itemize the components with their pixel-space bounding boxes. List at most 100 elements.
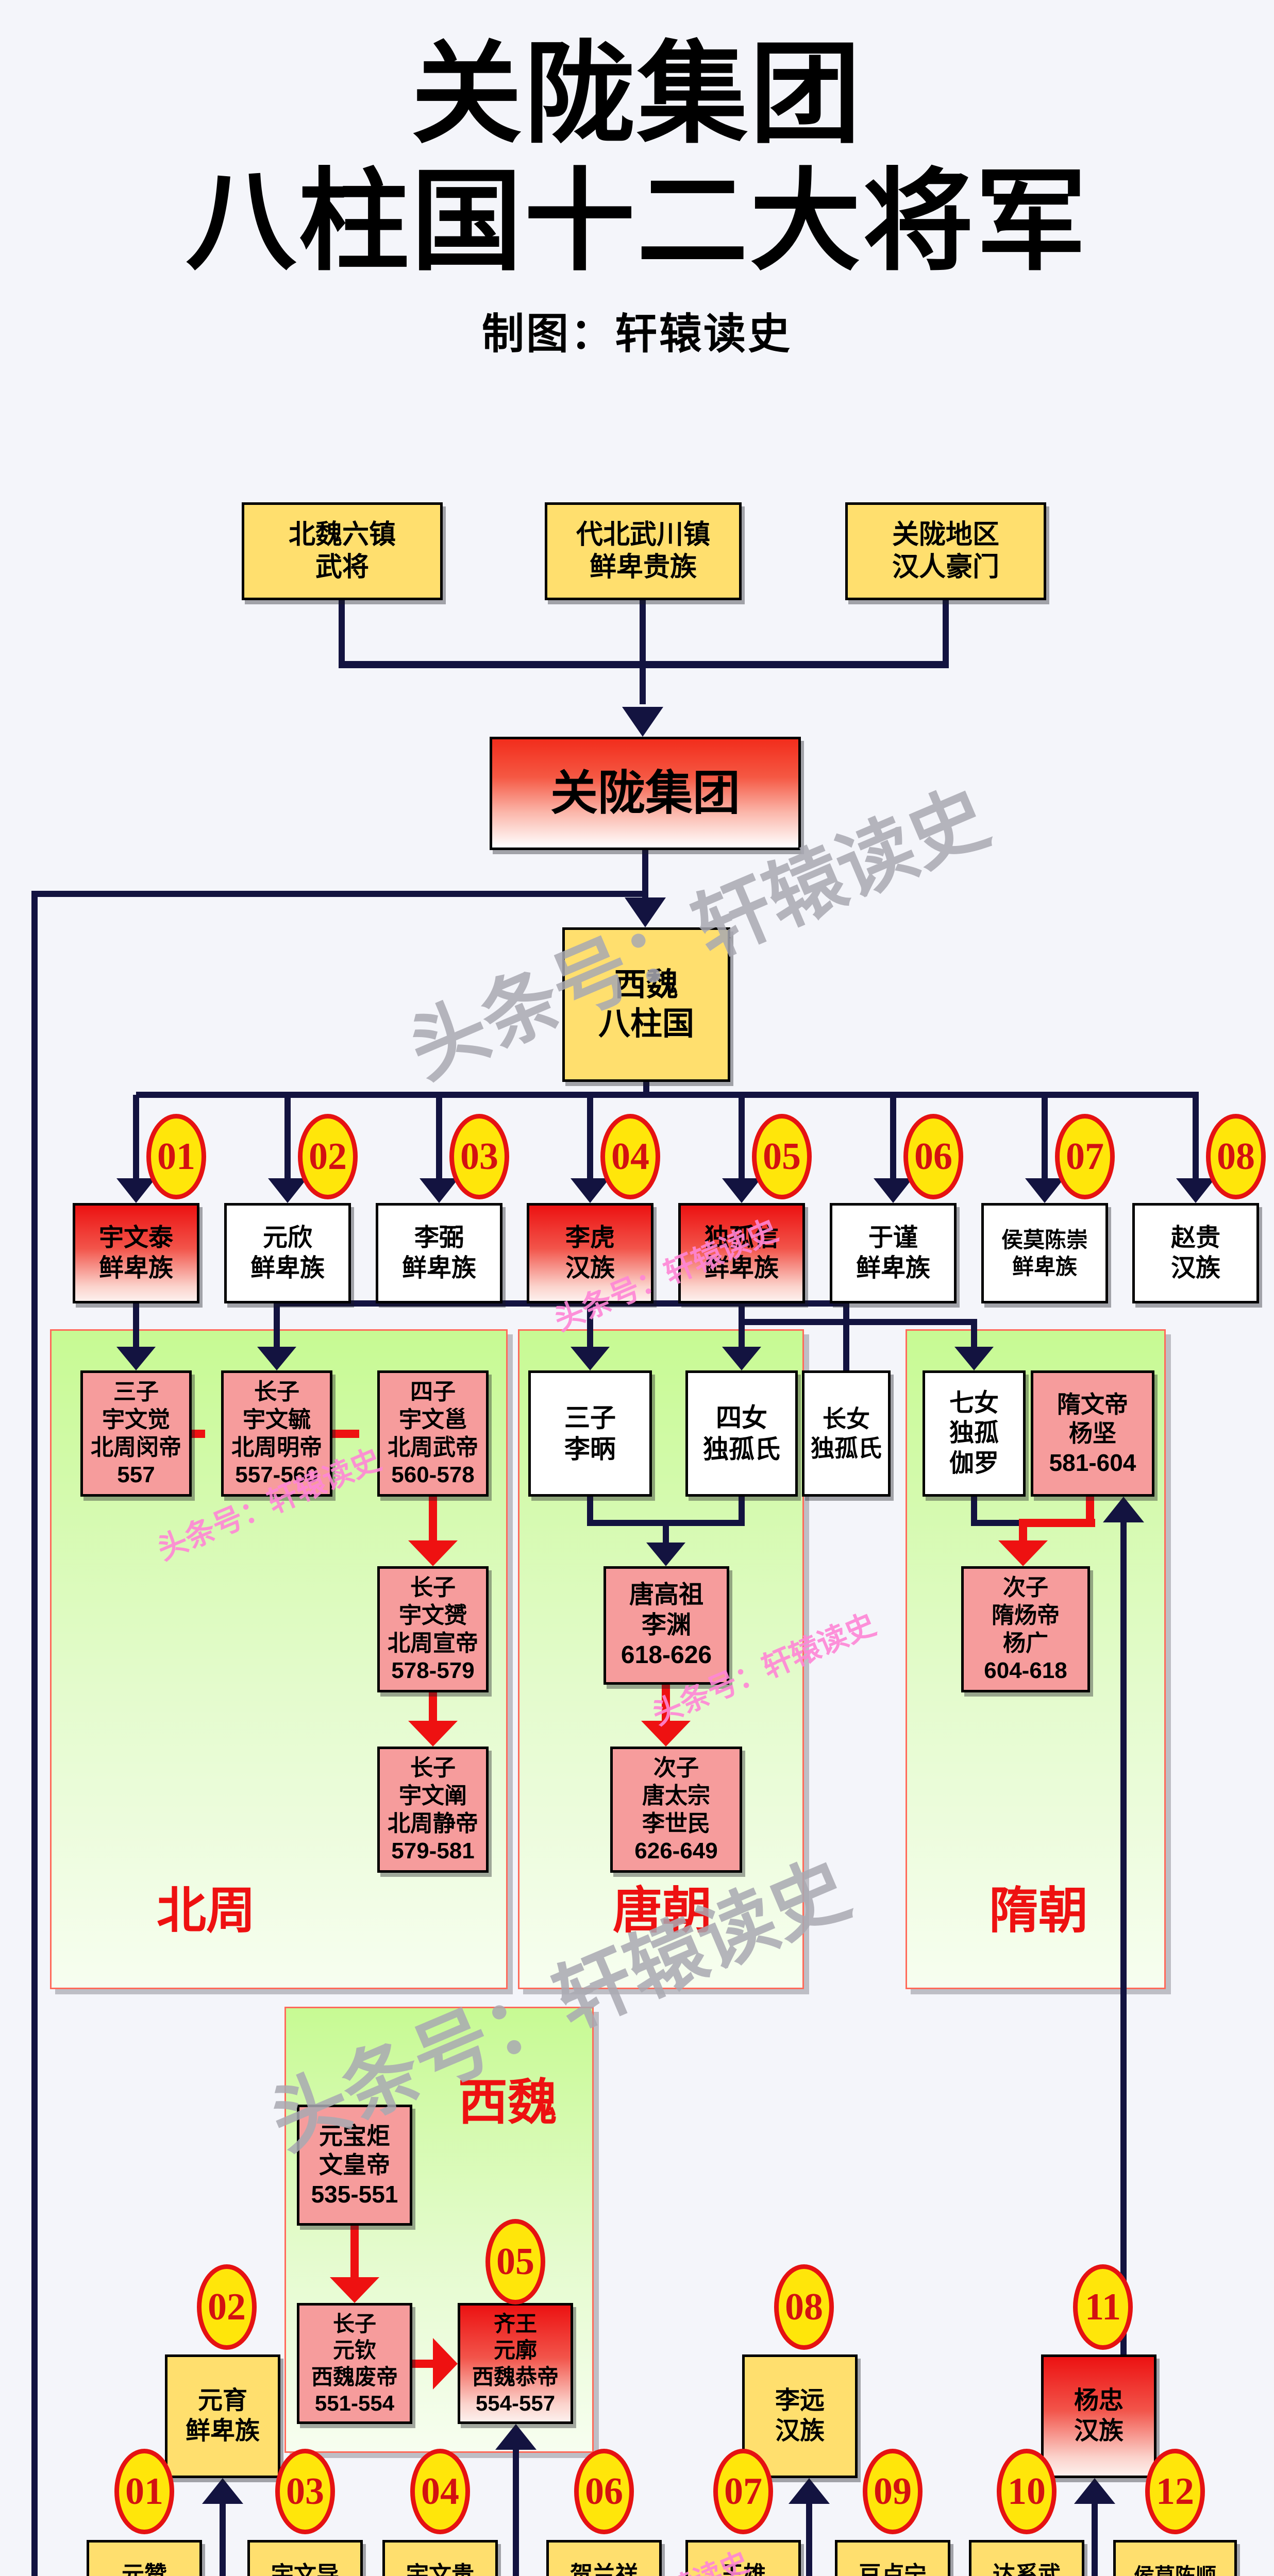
box-helanxiang: 贺兰祥 鲜卑族 xyxy=(546,2540,662,2576)
box-yuanbaoju: 元宝炬 文皇帝 535-551 xyxy=(297,2105,412,2226)
arrow-right-icon xyxy=(433,2338,458,2389)
box-beiwei-liuzhen: 北魏六镇 武将 xyxy=(242,502,443,600)
arrow-down-icon xyxy=(420,1178,459,1203)
arrow-down-icon xyxy=(646,1543,685,1566)
arrow-down-icon xyxy=(954,1347,994,1370)
connector-line xyxy=(339,661,949,668)
box-liyuan: 唐高祖 李渊 618-626 xyxy=(604,1566,729,1685)
connector-line xyxy=(843,1303,849,1370)
badge-gen-05: 05 xyxy=(485,2219,545,2304)
badge-01: 01 xyxy=(146,1114,206,1199)
badge-04: 04 xyxy=(600,1114,660,1199)
arrow-down-icon xyxy=(268,1178,307,1203)
panel-xiwei-label: 西魏 xyxy=(458,2075,557,2130)
arrow-down-icon xyxy=(571,1178,610,1203)
box-liyuan-hanzu: 李远 汉族 xyxy=(742,2354,858,2478)
connector-line xyxy=(1023,1519,1095,1527)
box-guanlong-diqu: 关陇地区 汉人豪门 xyxy=(845,502,1046,600)
badge-gen-08: 08 xyxy=(774,2264,834,2350)
connector-line xyxy=(739,1497,745,1525)
connector-line xyxy=(971,1322,977,1350)
connector-line xyxy=(350,2226,359,2281)
panel-tangchao-label: 唐朝 xyxy=(613,1883,712,1939)
connector-line xyxy=(643,1082,649,1095)
connector-line xyxy=(806,2503,812,2576)
box-qinv-dugu-qieluo: 七女 独孤 伽罗 xyxy=(923,1370,1026,1497)
box-yangjian: 隋文帝 杨坚 581-604 xyxy=(1031,1370,1154,1497)
connector-line xyxy=(192,1430,205,1438)
box-lihu: 李虎 汉族 xyxy=(527,1203,653,1303)
box-yuwenjue: 三子 宇文觉 北周闵帝 557 xyxy=(80,1370,192,1497)
box-guanlong-jituan: 关陇集团 xyxy=(490,737,801,850)
connector-line xyxy=(662,1685,670,1727)
badge-gen-10: 10 xyxy=(997,2449,1057,2534)
connector-line xyxy=(587,1303,593,1349)
box-yuanqin: 长子 元钦 西魏废帝 551-554 xyxy=(297,2303,412,2424)
box-houmochen-chong: 侯莫陈崇 鲜卑族 xyxy=(981,1203,1108,1303)
connector-line xyxy=(31,891,648,897)
main-title-line2: 八柱国十二大将军 xyxy=(186,159,1088,283)
box-daxiwu: 达奚武 鲜卑族 xyxy=(969,2540,1084,2576)
arrow-down-icon xyxy=(874,1178,913,1203)
badge-gen-03: 03 xyxy=(275,2449,335,2534)
box-yuanxin: 元欣 鲜卑族 xyxy=(224,1203,351,1303)
box-yuanzan: 元赞 鲜卑族 xyxy=(87,2540,202,2576)
box-wangxiong: 王雄 鲜卑族 xyxy=(685,2540,801,2576)
badge-05: 05 xyxy=(752,1114,812,1199)
box-yuwentai: 宇文泰 鲜卑族 xyxy=(73,1203,199,1303)
arrow-down-icon xyxy=(722,1178,761,1203)
connector-line xyxy=(1086,1497,1094,1522)
arrow-down-icon xyxy=(641,1721,691,1747)
arrow-up-icon xyxy=(1103,1497,1144,1522)
connector-line xyxy=(274,1303,280,1349)
box-libing: 三子 李昞 xyxy=(528,1370,652,1497)
connector-line xyxy=(429,1692,437,1727)
badge-gen-01: 01 xyxy=(114,2449,174,2534)
box-yuwengui: 宇文贵 鲜卑族 xyxy=(382,2540,498,2576)
connector-line xyxy=(429,1497,437,1547)
arrow-up-icon xyxy=(202,2478,243,2504)
badge-gen-12: 12 xyxy=(1145,2449,1205,2534)
badge-gen-02: 02 xyxy=(197,2264,257,2350)
badge-gen-06: 06 xyxy=(574,2449,634,2534)
connector-line xyxy=(587,1497,593,1525)
connector-line xyxy=(339,600,345,665)
badge-gen-04: 04 xyxy=(410,2449,470,2534)
connector-line xyxy=(971,1520,1029,1526)
arrow-up-icon xyxy=(495,2424,537,2450)
connector-line xyxy=(587,1095,593,1180)
box-houmochen-shun: 侯莫陈顺 鲜卑族 xyxy=(1113,2540,1237,2576)
box-dugu-xin: 独孤信 鲜卑族 xyxy=(678,1203,805,1303)
connector-line xyxy=(436,1095,442,1180)
box-yuankuo: 齐王 元廓 西魏恭帝 554-557 xyxy=(458,2303,573,2424)
arrow-down-icon xyxy=(116,1347,156,1370)
connector-line xyxy=(136,1092,1199,1098)
arrow-down-icon xyxy=(408,1540,458,1566)
arrow-down-icon xyxy=(330,2277,379,2303)
box-yuanyu: 元育 鲜卑族 xyxy=(165,2354,280,2478)
box-douluning: 豆卢宁 鲜卑族 xyxy=(835,2540,950,2576)
connector-line xyxy=(31,891,38,2576)
connector-line xyxy=(412,2360,437,2368)
connector-line xyxy=(642,850,648,894)
panel-suichao-label: 隋朝 xyxy=(989,1883,1088,1939)
box-yangguang: 次子 隋炀帝 杨广 604-618 xyxy=(961,1566,1090,1692)
badge-08: 08 xyxy=(1206,1114,1266,1199)
connector-line xyxy=(513,2448,519,2576)
connector-line xyxy=(284,1095,291,1180)
box-xiwei-bazhuguo: 西魏 八柱国 xyxy=(562,927,730,1082)
connector-line xyxy=(739,1095,745,1180)
main-title-line1: 关陇集团 xyxy=(411,32,863,156)
connector-line xyxy=(663,1524,669,1547)
box-zhangnv-dugushi: 长女 独孤氏 xyxy=(802,1370,891,1497)
box-lishimin: 次子 唐太宗 李世民 626-649 xyxy=(610,1747,742,1873)
badge-06: 06 xyxy=(903,1114,963,1199)
panel-beizhou-label: 北周 xyxy=(157,1883,256,1939)
arrow-down-icon xyxy=(998,1540,1048,1566)
connector-line xyxy=(1019,1519,1027,1547)
arrow-up-icon xyxy=(1074,2478,1115,2504)
subtitle-credit: 制图：轩辕读史 xyxy=(481,311,792,358)
connector-line xyxy=(1092,2503,1098,2576)
box-yuwenyong: 四子 宇文邕 北周武帝 560-578 xyxy=(377,1370,489,1497)
